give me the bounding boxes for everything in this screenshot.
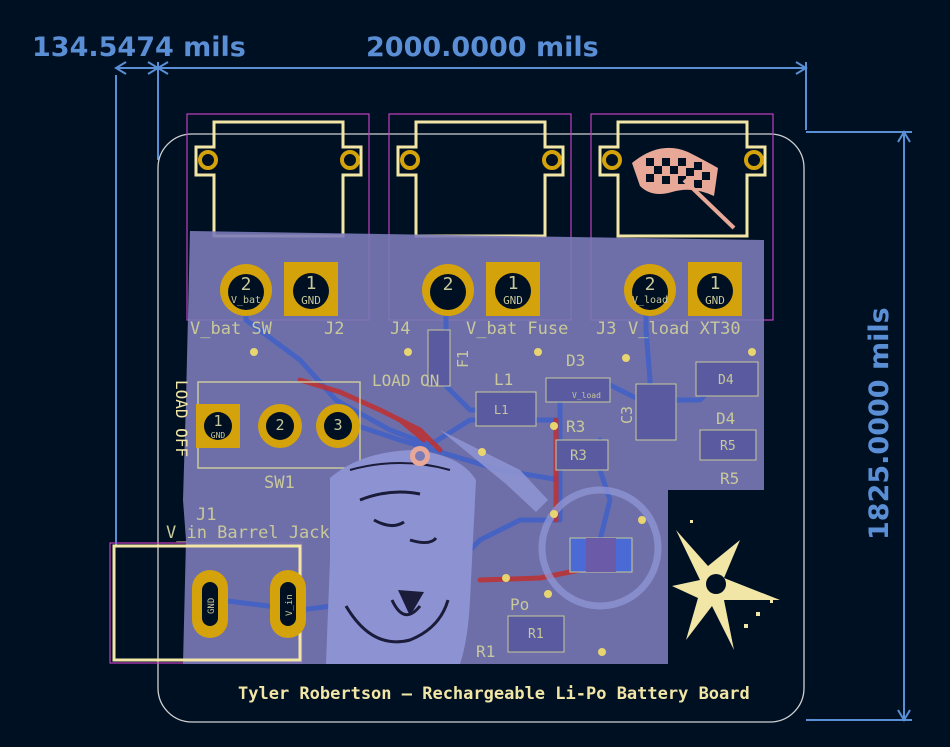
- j1-value-label: V_in Barrel Jack: [166, 523, 330, 543]
- dimension-offset-label: 134.5474 mils: [32, 32, 246, 63]
- sparkle-artwork: [672, 520, 780, 650]
- mounting-holes: [198, 150, 764, 170]
- sw1-pin1-net: GND: [211, 431, 226, 440]
- d3-label: D3: [566, 351, 585, 370]
- j3-ref-label: J3: [596, 319, 616, 339]
- portrait-artwork: [326, 446, 476, 664]
- checkered-flag-logo: [632, 147, 736, 230]
- j3-pin1-number: 1: [710, 273, 721, 294]
- d4-inner-label: D4: [718, 373, 734, 388]
- j2-ref-label: J2: [324, 319, 344, 339]
- sw1-pin3-number: 3: [333, 416, 342, 434]
- r1-inner-label: R1: [528, 627, 544, 642]
- smd-components: F1 L1 L1 D3 V_load C3 D4 D4 R5 R5 R3 R3 …: [427, 329, 759, 661]
- j3-pin1-net: GND: [705, 294, 725, 307]
- fuse-f1[interactable]: [427, 329, 451, 387]
- sw1-off-label: LOAD OFF: [172, 380, 191, 457]
- dimension-height: [806, 130, 912, 722]
- j4-pin2-number: 2: [443, 274, 454, 295]
- dimension-width-label: 2000.0000 mils: [366, 32, 599, 63]
- r1-label: R1: [476, 642, 495, 661]
- resistor-r3[interactable]: [555, 439, 609, 471]
- r3-inner-label: R3: [570, 448, 587, 464]
- connector-j2[interactable]: 2 V_bat 1 GND: [220, 262, 338, 316]
- arrow-annotation: [440, 430, 548, 512]
- l1-inner-label: L1: [494, 403, 508, 417]
- r5-inner-label: R5: [720, 439, 736, 454]
- j2-pin1-number: 1: [306, 273, 317, 294]
- callout-circle: [538, 486, 662, 610]
- j2-pin2-net: V_bat: [231, 295, 261, 306]
- connector-j3[interactable]: 2 V_load 1 GND: [624, 262, 742, 316]
- capacitor-c3[interactable]: [635, 383, 677, 441]
- r3-label: R3: [566, 417, 585, 436]
- dimension-width: [156, 61, 808, 160]
- j2-pin1-net: GND: [301, 294, 321, 307]
- connector-bodies: [194, 120, 767, 238]
- diode-d3[interactable]: [545, 377, 611, 403]
- dimension-offset: [114, 61, 160, 545]
- j4-pin1-number: 1: [508, 273, 519, 294]
- d3-net: V_load: [572, 391, 601, 400]
- d4-label: D4: [716, 409, 735, 428]
- sw1-ref-label: SW1: [264, 473, 295, 493]
- sw1-on-label: LOAD ON: [372, 371, 439, 390]
- j4-ref-label: J4: [390, 319, 410, 339]
- j3-pin2-net: V_load: [632, 295, 668, 306]
- c3-label: C3: [618, 406, 636, 424]
- j1-ref-label: J1: [196, 505, 216, 525]
- inductor-l1[interactable]: [475, 391, 537, 427]
- resistor-r1[interactable]: [507, 615, 565, 653]
- j4-value-label: V_bat Fuse: [466, 319, 568, 339]
- j3-value-label: V_load XT30: [628, 319, 741, 339]
- connector-j1[interactable]: GND V_in J1 V_in Barrel Jack: [112, 505, 330, 662]
- resistor-r5[interactable]: [699, 429, 757, 461]
- l1-label: L1: [494, 370, 513, 389]
- f1-label: F1: [454, 350, 472, 368]
- q-ref-label: Po: [510, 595, 529, 614]
- board-outline: [157, 133, 805, 723]
- sw1-pin2-number: 2: [275, 416, 284, 434]
- j2-pin2-number: 2: [241, 274, 252, 295]
- board-credit: Tyler Robertson — Rechargeable Li-Po Bat…: [238, 684, 750, 704]
- j3-pin2-number: 2: [645, 274, 656, 295]
- j4-pin1-net: GND: [503, 294, 523, 307]
- connector-j4[interactable]: 2 1 GND: [422, 262, 540, 316]
- j1-gnd-net: GND: [207, 598, 217, 614]
- dimension-height-label: 1825.0000 mils: [864, 307, 895, 540]
- j1-vin-net: V_in: [285, 594, 295, 616]
- sw1-pin1-number: 1: [213, 412, 222, 430]
- j2-value-label: V_bat SW: [190, 319, 273, 339]
- switch-sw1[interactable]: 1 GND 2 3 SW1 LOAD ON LOAD OFF: [172, 371, 439, 493]
- r5-label: R5: [720, 469, 739, 488]
- diode-d4[interactable]: [695, 361, 759, 397]
